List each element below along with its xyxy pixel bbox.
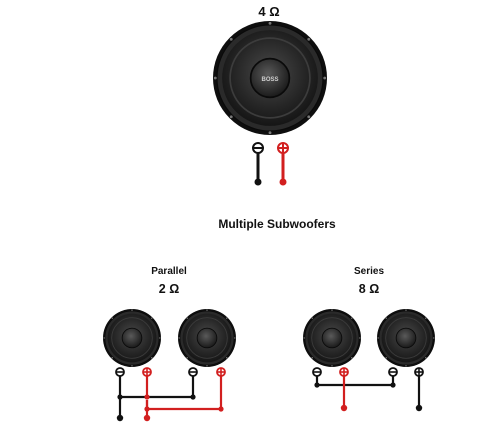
single-impedance-label: 4 Ω [258, 4, 280, 19]
multiple-subwoofers-heading: Multiple Subwoofers [218, 217, 336, 231]
single-subwoofer: BOSS [213, 21, 327, 135]
series-speaker-2 [377, 309, 435, 367]
series-impedance-label: 8 Ω [358, 282, 380, 296]
series-title: Series [353, 266, 385, 277]
parallel-terminals [115, 367, 226, 422]
parallel-wiring [118, 372, 223, 418]
brand-logo: BOSS [261, 77, 278, 83]
parallel-speaker-2 [178, 309, 236, 367]
series-wiring [315, 372, 421, 408]
parallel-speaker-1 [103, 309, 161, 367]
parallel-title: Parallel [151, 266, 187, 277]
parallel-impedance-label: 2 Ω [158, 282, 180, 296]
series-speaker-1 [303, 309, 361, 367]
series-terminals [312, 367, 424, 412]
single-terminals [252, 142, 289, 186]
